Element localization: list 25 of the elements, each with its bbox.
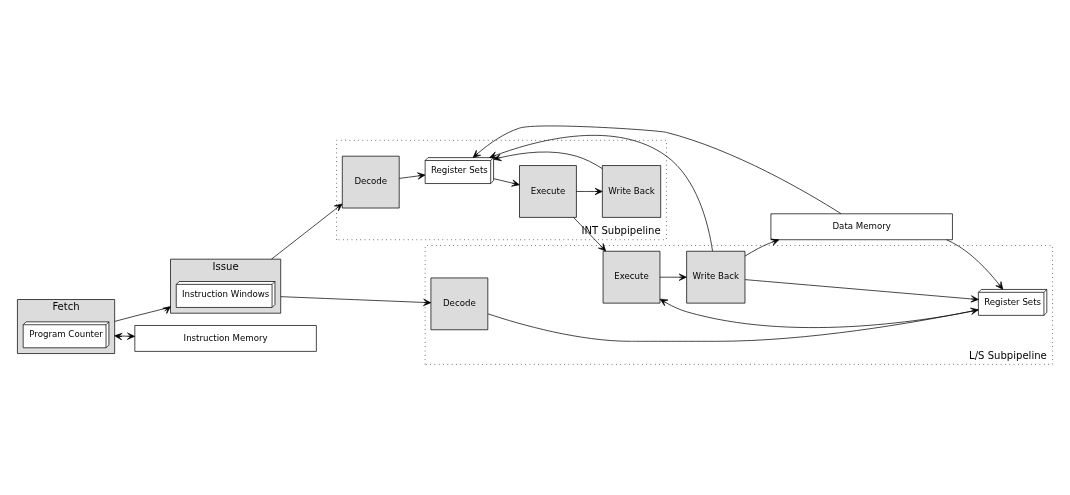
node-box: Write Back [686, 250, 746, 303]
arrow [659, 298, 979, 328]
arrow [744, 278, 979, 303]
arrow [472, 125, 842, 214]
node-box: Decode [341, 155, 400, 208]
arrow [493, 151, 603, 169]
arrow [114, 305, 171, 322]
arrow [659, 273, 687, 281]
arrow [744, 238, 780, 256]
arrow [576, 187, 603, 195]
arrow [487, 307, 979, 342]
arrow [493, 177, 520, 187]
node-box: Write Back [602, 164, 662, 218]
node-box: Execute [602, 250, 661, 303]
node-box: Instruction Memory [134, 324, 317, 352]
node-box: Decode [430, 277, 489, 330]
arrow [398, 171, 426, 180]
arrow [573, 216, 607, 251]
arrow [946, 238, 1004, 290]
node-box: Data Memory [770, 212, 953, 240]
arrow [280, 295, 432, 306]
node-box: Execute [519, 164, 577, 218]
arrow [489, 134, 713, 251]
arrow [271, 203, 343, 260]
arrow [114, 332, 135, 340]
